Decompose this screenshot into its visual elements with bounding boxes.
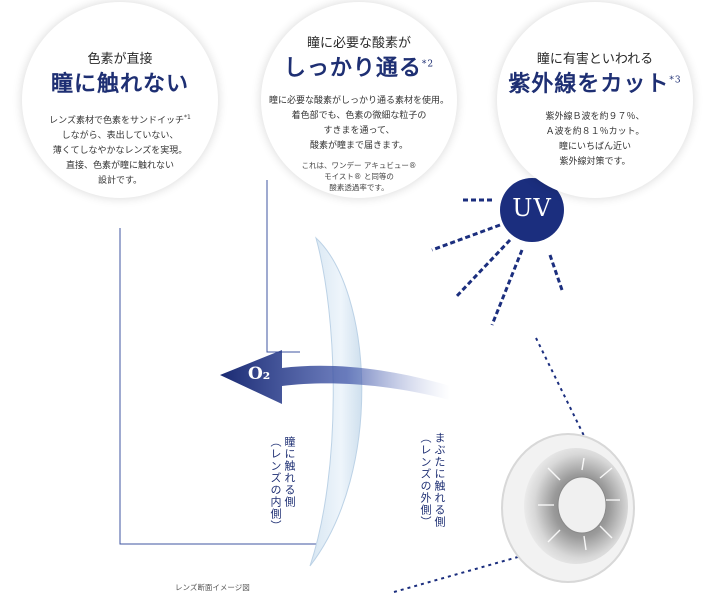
feature-note-line: 酸素透過率です。: [329, 183, 389, 192]
feature-body-line: レンズ素材で色素をサンドイッチ: [49, 116, 184, 126]
outer-side-label: まぶたに触れる側 （レンズの外側）: [418, 432, 446, 528]
inner-side-label-line: 瞳に触れる側: [283, 436, 296, 508]
lens-cross-section: [309, 236, 363, 567]
eye-lens-image: [501, 433, 635, 583]
oxygen-label: O₂: [248, 364, 271, 384]
feature-body-line: 紫外線対策です。: [559, 157, 631, 167]
feature-body-line: 酸素が瞳まで届きます。: [309, 141, 409, 151]
eye-guide-lines: [393, 337, 591, 593]
feature-title-text: 瞳に触れない: [50, 71, 189, 97]
feature-body-line: 薄くてしなやかなレンズを実現。: [52, 146, 188, 156]
feature-body-line: 直接、色素が瞳に触れない: [65, 161, 174, 171]
footnote-mark: *2: [421, 59, 435, 70]
eye-guide-line: [535, 337, 591, 449]
feature-subtitle: 瞳に有害といわれる: [536, 52, 654, 67]
feature-subtitle: 瞳に必要な酸素が: [306, 36, 411, 51]
feature-body: 瞳に必要な酸素がしっかり通る素材を使用。 着色部でも、色素の微細な粒子の すきま…: [261, 94, 457, 154]
feature-note: これは、ワンデー アキュビュー® モイスト® と同等の 酸素透過率です。: [261, 160, 457, 193]
connector-line-2: [266, 180, 300, 353]
uv-label: UV: [512, 194, 552, 222]
feature-title: しっかり通る*2: [261, 50, 457, 82]
footnote-mark: *3: [669, 75, 682, 86]
uv-ray: [453, 238, 512, 300]
feature-body-line: Ａ波を約８１％カット。: [545, 127, 645, 137]
feature-title: 紫外線をカット*3: [497, 66, 693, 98]
feature-body-line: しながら、表出していない、: [61, 131, 179, 141]
feature-circle-uv-cut: 瞳に有害といわれる 紫外線をカット*3 紫外線Ｂ波を約９７％、 Ａ波を約８１％カ…: [497, 2, 693, 198]
eye-lens-pupil: [557, 476, 607, 534]
connector-line-1: [119, 228, 318, 545]
eye-guide-line: [393, 554, 526, 593]
feature-body: 紫外線Ｂ波を約９７％、 Ａ波を約８１％カット。 瞳にいちばん近い 紫外線対策です…: [497, 110, 693, 170]
feature-body-line: 瞳に必要な酸素がしっかり通る素材を使用。: [268, 96, 449, 106]
footnote-mark: *1: [184, 114, 191, 121]
diagram-caption: レンズ断面イメージ図: [175, 583, 250, 592]
oxygen-arrow: [220, 350, 450, 404]
uv-ray: [490, 249, 524, 326]
uv-rays: [431, 198, 564, 326]
inner-side-label-line: （レンズの内側）: [269, 436, 282, 532]
feature-note-line: これは、ワンデー アキュビュー®: [301, 161, 417, 170]
uv-circle: [500, 178, 564, 242]
feature-title: 瞳に触れない: [22, 66, 218, 98]
outer-side-label-line: まぶたに触れる側: [433, 432, 446, 528]
feature-subtitle: 色素が直接: [87, 52, 153, 67]
feature-note-line: モイスト® と同等の: [324, 172, 394, 181]
feature-title-text: しっかり通る: [283, 55, 422, 81]
uv-ray: [548, 254, 564, 291]
connector-lines: [119, 180, 318, 545]
feature-body-line: すきまを通って、: [323, 126, 395, 136]
feature-circle-no-contact: 色素が直接 瞳に触れない レンズ素材で色素をサンドイッチ*1 しながら、表出して…: [22, 2, 218, 198]
feature-circle-oxygen: 瞳に必要な酸素が しっかり通る*2 瞳に必要な酸素がしっかり通る素材を使用。 着…: [261, 2, 457, 198]
uv-ray: [431, 223, 501, 252]
feature-body-line: 瞳にいちばん近い: [558, 142, 631, 152]
feature-body-line: 設計です。: [97, 176, 143, 186]
feature-body-line: 着色部でも、色素の微細な粒子の: [291, 111, 427, 121]
eye-lens-pattern: [538, 457, 620, 551]
outer-side-label-line: （レンズの外側）: [419, 432, 432, 528]
feature-title-text: 紫外線をカット: [508, 71, 670, 97]
feature-body-line: 紫外線Ｂ波を約９７％、: [545, 112, 645, 122]
inner-side-label: 瞳に触れる側 （レンズの内側）: [268, 436, 296, 532]
feature-body: レンズ素材で色素をサンドイッチ*1 しながら、表出していない、 薄くてしなやかな…: [22, 110, 218, 189]
